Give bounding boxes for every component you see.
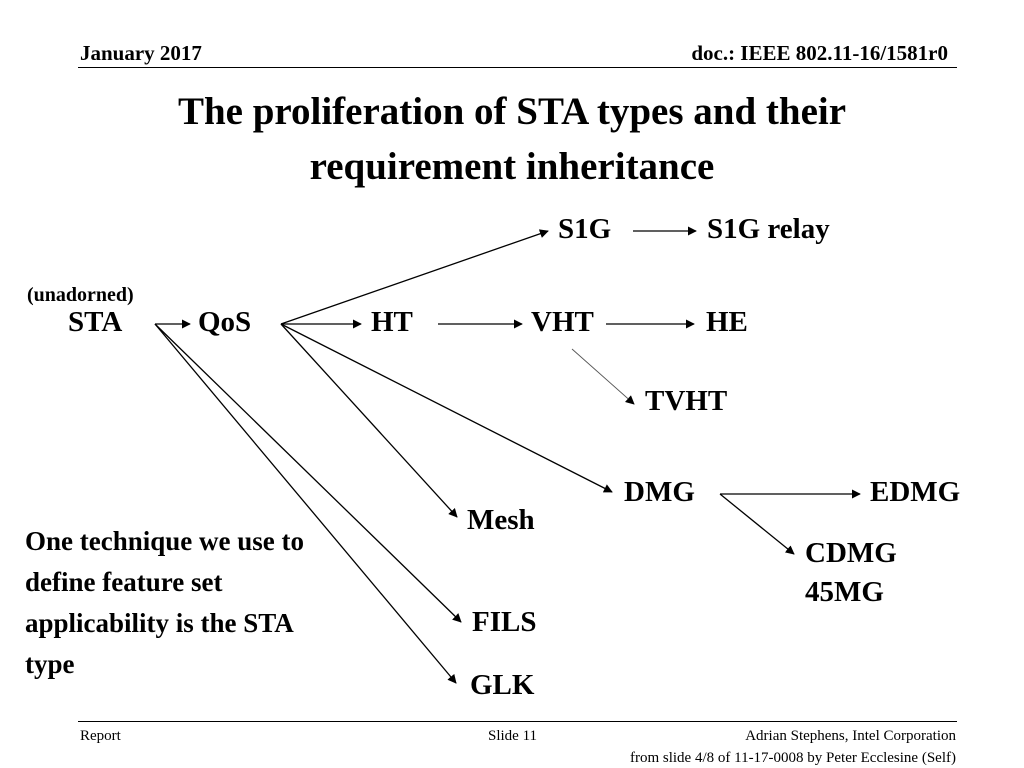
edge-vht-tvht — [571, 348, 635, 405]
footer-slide-number: Slide 11 — [488, 728, 538, 744]
sta-type-note: One technique we use to define feature s… — [25, 526, 304, 679]
node-sta: STA — [68, 306, 123, 338]
header-doc-id: doc.: IEEE 802.11-16/1581r0 — [691, 41, 948, 65]
edge-qos-dmg — [280, 323, 613, 493]
edge-sta-fils — [154, 323, 462, 623]
footer-rule — [78, 721, 957, 722]
node-s1g: S1G — [558, 213, 612, 245]
node-vht: VHT — [531, 306, 594, 338]
header-date: January 2017 — [80, 41, 202, 65]
node-ht: HT — [371, 306, 413, 338]
sta-unadorned-note: (unadorned) — [27, 284, 134, 306]
node-qos: QoS — [198, 306, 252, 338]
node-tvht: TVHT — [645, 385, 728, 417]
footer-author: Adrian Stephens, Intel Corporation — [745, 728, 956, 744]
edge-qos-s1g — [280, 229, 549, 325]
title-line-2: requirement inheritance — [309, 145, 715, 188]
footer-report: Report — [80, 728, 121, 744]
node-45mg: 45MG — [805, 576, 884, 608]
node-glk: GLK — [470, 669, 535, 701]
slide-title: The proliferation of STA types and their… — [0, 84, 1024, 194]
node-cdmg: CDMG — [805, 537, 897, 569]
node-mesh: Mesh — [467, 504, 535, 536]
node-fils: FILS — [472, 606, 537, 638]
node-dmg: DMG — [624, 476, 695, 508]
header-rule — [78, 67, 957, 68]
edge-sta-glk — [154, 323, 457, 684]
title-line-1: The proliferation of STA types and their — [177, 90, 847, 133]
footer-source: from slide 4/8 of 11-17-0008 by Peter Ec… — [629, 750, 956, 766]
edge-qos-mesh — [280, 323, 458, 518]
node-he: HE — [706, 306, 748, 338]
edge-dmg-cdmg — [719, 493, 795, 555]
node-s1g-relay: S1G relay — [707, 213, 830, 245]
node-edmg: EDMG — [870, 476, 961, 508]
